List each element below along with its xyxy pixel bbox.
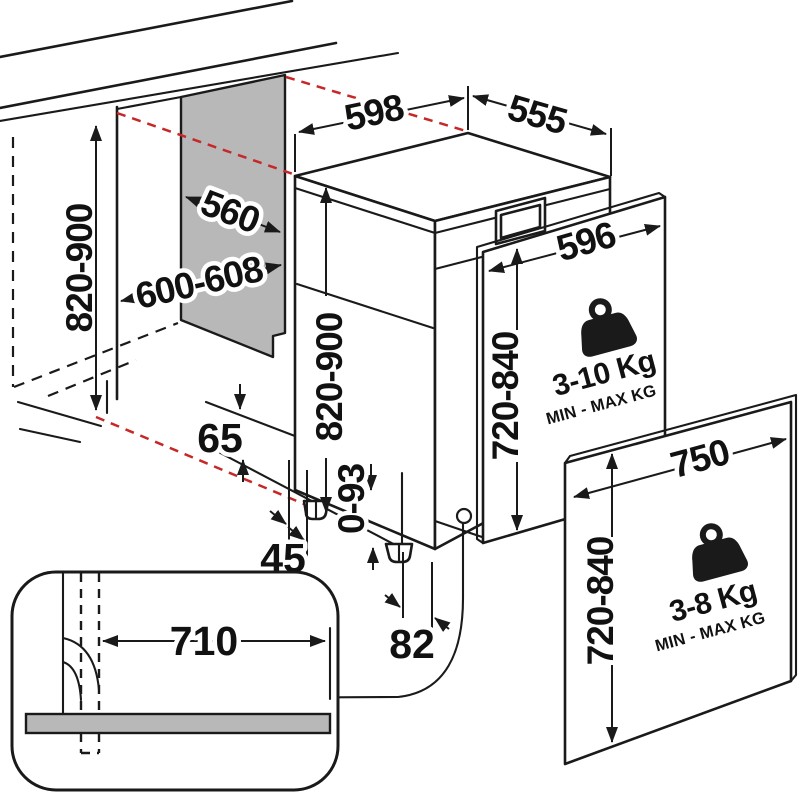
dim-appliance-depth: 555 [503, 87, 571, 143]
plinth-bar [24, 712, 332, 735]
dim-panel-596-height: 720-840 [485, 331, 526, 460]
adjustable-foot-right [384, 542, 414, 564]
dim-feet-adjust: 0-93 [331, 464, 372, 534]
door-panel-750: 750 720-840 3-8 Kg MIN - MAX KG [563, 393, 798, 766]
dim-door-projection: 710 [170, 618, 238, 664]
dim-top-clearance: 65 [197, 415, 243, 461]
countertop-lines [0, 0, 400, 123]
weight-icon [581, 298, 637, 357]
dim-appliance-height: 820-900 [309, 312, 350, 441]
fixing-hole [455, 507, 473, 525]
projection-lines [95, 75, 467, 511]
weight-icon [692, 523, 748, 582]
dim-plinth-offset: 82 [389, 621, 435, 667]
door-panel-596: 596 720-840 3-10 Kg MIN - MAX KG [475, 191, 667, 545]
dim-appliance-width: 598 [341, 86, 407, 138]
dim-panel-750-height: 720-840 [580, 536, 621, 665]
plinth-detail-inset: 710 [10, 570, 340, 792]
detail-leader-line [12, 522, 465, 701]
dim-niche-height: 820-900 [59, 203, 100, 332]
